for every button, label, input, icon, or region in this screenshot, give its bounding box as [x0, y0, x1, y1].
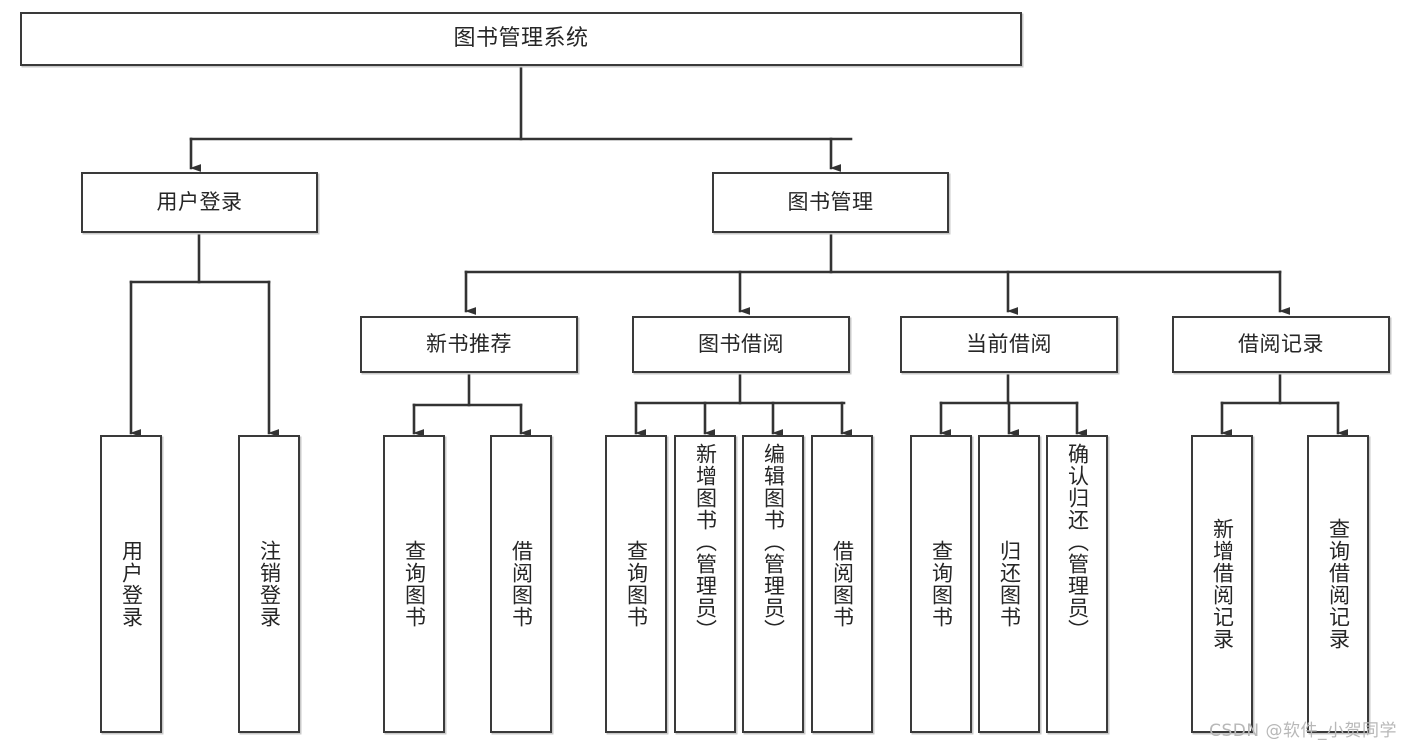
node-label: 新增图书（管理员） — [693, 443, 718, 641]
node-label: 查询图书 — [929, 540, 954, 628]
node-label: 用户登录 — [119, 540, 144, 628]
node-borrow-record[interactable]: 借阅记录 — [1172, 316, 1390, 373]
node-leaf-return-book[interactable]: 归还图书 — [978, 435, 1040, 733]
node-leaf-query-book-current[interactable]: 查询图书 — [910, 435, 972, 733]
node-book-management[interactable]: 图书管理 — [712, 172, 949, 233]
node-leaf-query-borrow-record[interactable]: 查询借阅记录 — [1307, 435, 1369, 733]
node-label: 借阅图书 — [509, 540, 534, 628]
node-label: 新增借阅记录 — [1210, 518, 1235, 650]
node-label: 编辑图书（管理员） — [761, 443, 786, 641]
node-root-book-management-system[interactable]: 图书管理系统 — [20, 12, 1022, 66]
node-leaf-borrow-book-new[interactable]: 借阅图书 — [490, 435, 552, 733]
node-label: 借阅记录 — [1238, 331, 1324, 356]
node-label: 借阅图书 — [830, 540, 855, 628]
node-label: 查询图书 — [624, 540, 649, 628]
node-current-borrow[interactable]: 当前借阅 — [900, 316, 1118, 373]
node-leaf-edit-book-admin[interactable]: 编辑图书（管理员） — [742, 435, 804, 733]
node-new-book-recommend[interactable]: 新书推荐 — [360, 316, 578, 373]
node-leaf-borrow-book-borrow[interactable]: 借阅图书 — [811, 435, 873, 733]
node-label: 用户登录 — [156, 189, 243, 214]
node-label: 注销登录 — [257, 540, 282, 628]
node-book-borrow[interactable]: 图书借阅 — [632, 316, 850, 373]
node-leaf-add-book-admin[interactable]: 新增图书（管理员） — [674, 435, 736, 733]
node-label: 查询借阅记录 — [1326, 518, 1351, 650]
node-leaf-add-borrow-record[interactable]: 新增借阅记录 — [1191, 435, 1253, 733]
node-label: 新书推荐 — [426, 331, 512, 356]
node-leaf-confirm-return-admin[interactable]: 确认归还（管理员） — [1046, 435, 1108, 733]
node-label: 图书借阅 — [698, 331, 784, 356]
node-label: 归还图书 — [997, 540, 1022, 628]
node-leaf-query-book-new[interactable]: 查询图书 — [383, 435, 445, 733]
node-label: 图书管理 — [787, 189, 874, 214]
node-label: 当前借阅 — [966, 331, 1052, 356]
node-label: 查询图书 — [402, 540, 427, 628]
node-leaf-user-login[interactable]: 用户登录 — [100, 435, 162, 733]
node-user-login[interactable]: 用户登录 — [81, 172, 318, 233]
csdn-watermark: CSDN @软件_小贺同学 — [1209, 721, 1397, 741]
node-label: 确认归还（管理员） — [1065, 443, 1090, 641]
node-leaf-logout-login[interactable]: 注销登录 — [238, 435, 300, 733]
node-leaf-query-book-borrow[interactable]: 查询图书 — [605, 435, 667, 733]
node-label: 图书管理系统 — [453, 25, 589, 51]
